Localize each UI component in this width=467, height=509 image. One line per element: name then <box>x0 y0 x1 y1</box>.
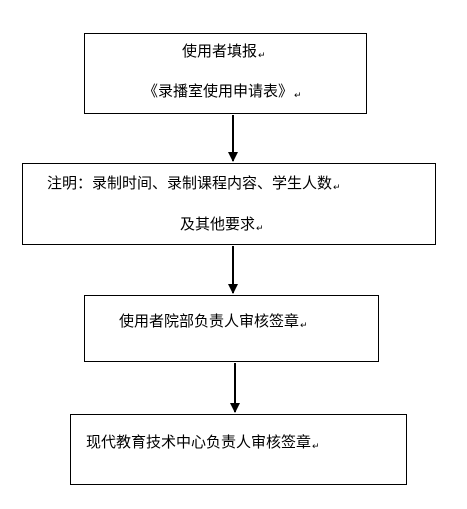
paragraph-mark-icon: ↵ <box>294 91 302 101</box>
step-4-line-1: 现代教育技术中心负责人审核签章↵ <box>86 433 320 452</box>
step-3-box: 使用者院部负责人审核签章↵ <box>84 295 379 362</box>
paragraph-mark-icon: ↵ <box>256 224 264 234</box>
step-2-line-1-text: 注明：录制时间、录制课程内容、学生人数 <box>47 174 333 192</box>
paragraph-mark-icon: ↵ <box>300 321 308 331</box>
paragraph-mark-icon: ↵ <box>258 51 266 61</box>
step-1-line-2: 《录播室使用申请表》↵ <box>143 82 302 101</box>
step-3-line-1: 使用者院部负责人审核签章↵ <box>119 312 308 331</box>
step-4-box: 现代教育技术中心负责人审核签章↵ <box>70 414 407 485</box>
step-1-line-1: 使用者填报↵ <box>182 42 266 61</box>
step-2-line-2: 及其他要求↵ <box>180 215 264 234</box>
paragraph-mark-icon: ↵ <box>312 442 320 452</box>
step-2-line-1: 注明：录制时间、录制课程内容、学生人数↵ <box>47 174 341 193</box>
step-2-box: 注明：录制时间、录制课程内容、学生人数↵ 及其他要求↵ <box>22 163 436 245</box>
paragraph-mark-icon: ↵ <box>333 183 341 193</box>
step-4-line-1-text: 现代教育技术中心负责人审核签章 <box>86 433 312 451</box>
step-1-line-1-text: 使用者填报 <box>182 42 258 60</box>
step-2-line-2-text: 及其他要求 <box>180 215 256 233</box>
step-1-box: 使用者填报↵ 《录播室使用申请表》↵ <box>84 33 367 114</box>
step-1-line-2-text: 《录播室使用申请表》 <box>143 82 294 100</box>
step-3-line-1-text: 使用者院部负责人审核签章 <box>119 312 300 330</box>
